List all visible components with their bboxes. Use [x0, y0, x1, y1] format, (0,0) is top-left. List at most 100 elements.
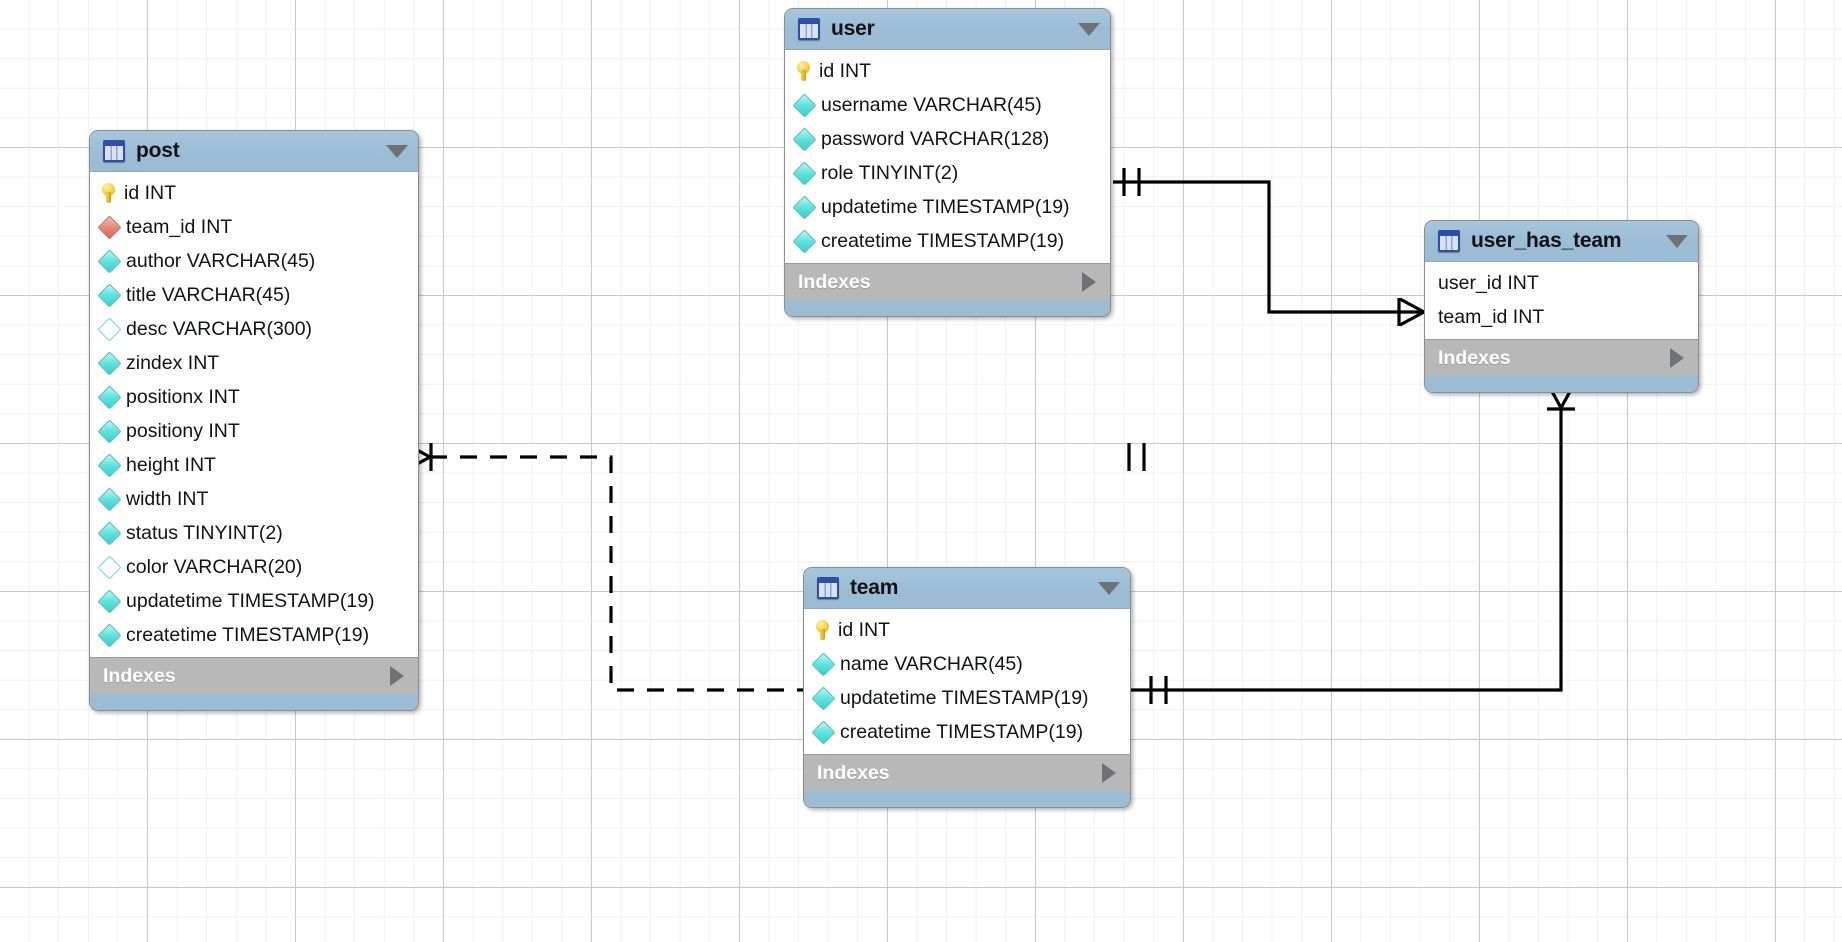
column-label: status TINYINT(2) [126, 521, 283, 544]
key-icon [815, 620, 830, 640]
column-row[interactable]: title VARCHAR(45) [90, 278, 418, 312]
chevron-right-icon[interactable] [1102, 763, 1116, 783]
indexes-label: Indexes [103, 664, 176, 687]
table-icon [1438, 230, 1460, 252]
column-list-user_has_team: user_id INT team_id INT [1425, 262, 1698, 339]
column-diamond-icon [792, 194, 817, 220]
column-row[interactable]: id INT [90, 176, 418, 210]
column-label: title VARCHAR(45) [126, 283, 291, 306]
key-icon [101, 183, 116, 203]
column-row[interactable]: zindex INT [90, 346, 418, 380]
indexes-section-user[interactable]: Indexes [785, 263, 1110, 300]
chevron-right-icon[interactable] [390, 666, 404, 686]
column-row[interactable]: role TINYINT(2) [785, 156, 1110, 190]
column-row[interactable]: updatetime TIMESTAMP(19) [804, 681, 1130, 715]
column-row[interactable]: user_id INT [1425, 266, 1698, 300]
table-icon [103, 140, 125, 162]
column-label: password VARCHAR(128) [821, 127, 1050, 150]
table-figure-user[interactable]: user id INT username VARCHAR(45) password V… [784, 8, 1111, 317]
column-label: id INT [838, 618, 891, 641]
table-header-post[interactable]: post [90, 131, 418, 172]
column-diamond-icon [792, 92, 817, 118]
chevron-down-icon[interactable] [386, 144, 408, 158]
table-icon [798, 18, 820, 40]
column-diamond-icon [97, 622, 122, 648]
column-row[interactable]: width INT [90, 482, 418, 516]
table-header-user_has_team[interactable]: user_has_team [1425, 221, 1698, 262]
column-row[interactable]: updatetime TIMESTAMP(19) [785, 190, 1110, 224]
column-row[interactable]: status TINYINT(2) [90, 516, 418, 550]
column-label: username VARCHAR(45) [821, 93, 1042, 116]
column-row[interactable]: name VARCHAR(45) [804, 647, 1130, 681]
chevron-right-icon[interactable] [1670, 348, 1684, 368]
column-label: user_id INT [1438, 271, 1539, 294]
column-row[interactable]: team_id INT [1425, 300, 1698, 334]
column-label: author VARCHAR(45) [126, 249, 316, 272]
table-name-user_has_team: user_has_team [1471, 229, 1622, 252]
column-label: positionx INT [126, 385, 240, 408]
table-figure-post[interactable]: post id INT team_id INT author VARCHAR(45) t… [89, 130, 419, 711]
column-label: desc VARCHAR(300) [126, 317, 313, 340]
chevron-down-icon[interactable] [1098, 581, 1120, 595]
table-header-user[interactable]: user [785, 9, 1110, 50]
column-row[interactable]: height INT [90, 448, 418, 482]
column-diamond-icon [792, 126, 817, 152]
column-label: id INT [124, 181, 177, 204]
column-list-user: id INT username VARCHAR(45) password VARCH… [785, 50, 1110, 263]
column-label: id INT [819, 59, 872, 82]
column-label: height INT [126, 453, 216, 476]
table-footer-strip [785, 300, 1110, 316]
column-diamond-icon [97, 588, 122, 614]
column-diamond-icon [811, 719, 836, 745]
indexes-label: Indexes [798, 270, 871, 293]
column-label: positiony INT [126, 419, 240, 442]
column-row[interactable]: createtime TIMESTAMP(19) [804, 715, 1130, 749]
column-row[interactable]: password VARCHAR(128) [785, 122, 1110, 156]
column-diamond-icon [97, 486, 122, 512]
column-row[interactable]: positionx INT [90, 380, 418, 414]
column-row[interactable]: team_id INT [90, 210, 418, 244]
column-list-team: id INT name VARCHAR(45) updatetime TIMESTA… [804, 609, 1130, 754]
table-footer-strip [90, 694, 418, 710]
table-icon [817, 577, 839, 599]
column-diamond-icon [97, 520, 122, 546]
table-footer-strip [804, 791, 1130, 807]
indexes-section-team[interactable]: Indexes [804, 754, 1130, 791]
column-diamond-icon [97, 452, 122, 478]
indexes-section-post[interactable]: Indexes [90, 657, 418, 694]
table-figure-team[interactable]: team id INT name VARCHAR(45) updatetime TIM… [803, 567, 1131, 808]
column-diamond-icon [811, 685, 836, 711]
column-label: zindex INT [126, 351, 220, 374]
column-row[interactable]: createtime TIMESTAMP(19) [90, 618, 418, 652]
column-label: updatetime TIMESTAMP(19) [821, 195, 1070, 218]
table-name-team: team [850, 576, 899, 599]
column-label: width INT [126, 487, 209, 510]
column-row[interactable]: id INT [804, 613, 1130, 647]
chevron-down-icon[interactable] [1078, 22, 1100, 36]
indexes-section-user_has_team[interactable]: Indexes [1425, 339, 1698, 376]
table-figure-user_has_team[interactable]: user_has_team user_id INT team_id INT Index… [1424, 220, 1699, 393]
column-row[interactable]: createtime TIMESTAMP(19) [785, 224, 1110, 258]
table-name-post: post [136, 139, 180, 162]
indexes-label: Indexes [817, 761, 890, 784]
foreign-key-diamond-icon [97, 214, 122, 240]
chevron-right-icon[interactable] [1082, 272, 1096, 292]
column-diamond-icon [811, 651, 836, 677]
table-header-team[interactable]: team [804, 568, 1130, 609]
column-row[interactable]: id INT [785, 54, 1110, 88]
column-row[interactable]: author VARCHAR(45) [90, 244, 418, 278]
column-label: updatetime TIMESTAMP(19) [126, 589, 375, 612]
column-diamond-hollow-icon [97, 554, 122, 580]
column-row[interactable]: color VARCHAR(20) [90, 550, 418, 584]
key-icon [796, 61, 811, 81]
column-row[interactable]: desc VARCHAR(300) [90, 312, 418, 346]
column-diamond-icon [97, 248, 122, 274]
chevron-down-icon[interactable] [1666, 234, 1688, 248]
column-row[interactable]: positiony INT [90, 414, 418, 448]
column-label: name VARCHAR(45) [840, 652, 1023, 675]
column-row[interactable]: updatetime TIMESTAMP(19) [90, 584, 418, 618]
column-row[interactable]: username VARCHAR(45) [785, 88, 1110, 122]
indexes-label: Indexes [1438, 346, 1511, 369]
column-diamond-icon [792, 228, 817, 254]
column-diamond-icon [97, 282, 122, 308]
